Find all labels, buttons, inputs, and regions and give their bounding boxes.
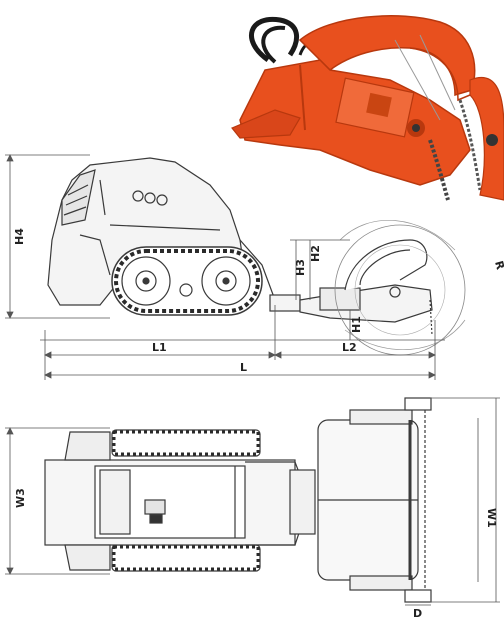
- grill-slat: [63, 206, 87, 216]
- chain: [458, 99, 482, 191]
- label-h2: H2: [309, 245, 322, 262]
- track-top: [111, 429, 261, 457]
- hydraulic-hose: [261, 25, 286, 64]
- frame-arm: [79, 234, 111, 276]
- grinder-guard: [344, 239, 428, 291]
- body-seam: [99, 179, 106, 216]
- idler-wheel-center: [222, 277, 230, 285]
- label-r: R: [492, 259, 504, 271]
- hydraulic-hose: [249, 16, 300, 63]
- arrowheads: [44, 371, 436, 379]
- drive-wheel-center: [142, 277, 150, 285]
- label-w2: W2: [501, 508, 504, 528]
- control-panel: [144, 499, 166, 515]
- pivot-bolt-center: [412, 124, 420, 132]
- swing-path: [344, 319, 466, 351]
- gauge-icon: [132, 190, 144, 202]
- label-w1: W1: [485, 508, 498, 528]
- hood-edge: [409, 47, 471, 102]
- pivot-pin: [389, 286, 401, 298]
- side-view: [47, 157, 466, 356]
- drive-wheel-hub: [135, 270, 157, 292]
- body-seam: [109, 224, 221, 231]
- guard-rod: [394, 39, 441, 121]
- arrowheads: [44, 351, 436, 359]
- bottom-bracket: [349, 575, 413, 591]
- rear-grill: [61, 169, 96, 226]
- grinder-housing: [319, 287, 361, 311]
- mount-plate: [231, 109, 301, 139]
- wheel-mount-bottom: [404, 589, 432, 603]
- guard-inner: [359, 249, 411, 286]
- track-top-tread: [112, 430, 260, 456]
- track-bottom: [111, 544, 261, 572]
- label-w3: W3: [14, 488, 27, 508]
- quick-attach: [269, 294, 301, 312]
- track-tread: [114, 249, 260, 313]
- control-button: [149, 514, 163, 524]
- label-l2: L2: [342, 341, 357, 354]
- wheel-hub: [486, 134, 498, 146]
- label-h1: H1: [350, 316, 363, 333]
- grill-slat: [65, 195, 88, 206]
- roller: [179, 283, 193, 297]
- side-dimensions: [5, 154, 445, 380]
- swing-arc-inner: [354, 244, 446, 336]
- gauge-icon: [156, 194, 168, 206]
- label-l1: L1: [152, 341, 167, 354]
- top-view: [44, 397, 432, 603]
- rear-left-guard: [64, 431, 111, 461]
- label-l: L: [240, 361, 247, 374]
- attachment-photo: [231, 15, 504, 201]
- quick-attach-top: [289, 469, 316, 535]
- track-bottom-tread: [112, 545, 260, 571]
- chain: [429, 299, 433, 336]
- operator-platform: [99, 469, 131, 535]
- label-h4: H4: [13, 228, 26, 245]
- label-h3: H3: [294, 259, 307, 276]
- guard-rod: [419, 34, 456, 111]
- plate-cutout: [366, 92, 392, 118]
- label-d: D: [413, 607, 422, 619]
- top-bracket: [349, 409, 413, 425]
- arrowheads: [6, 154, 14, 319]
- frame-bar: [299, 64, 306, 131]
- idler-wheel-hub: [215, 270, 237, 292]
- wheel-mount-top: [404, 397, 432, 411]
- rear-right-guard: [64, 544, 111, 571]
- top-dimensions: [5, 397, 500, 606]
- chain: [428, 139, 450, 201]
- grill-slat: [67, 184, 89, 196]
- swing-path: [339, 220, 456, 251]
- gauge-icon: [144, 192, 156, 204]
- arrowheads: [6, 427, 14, 575]
